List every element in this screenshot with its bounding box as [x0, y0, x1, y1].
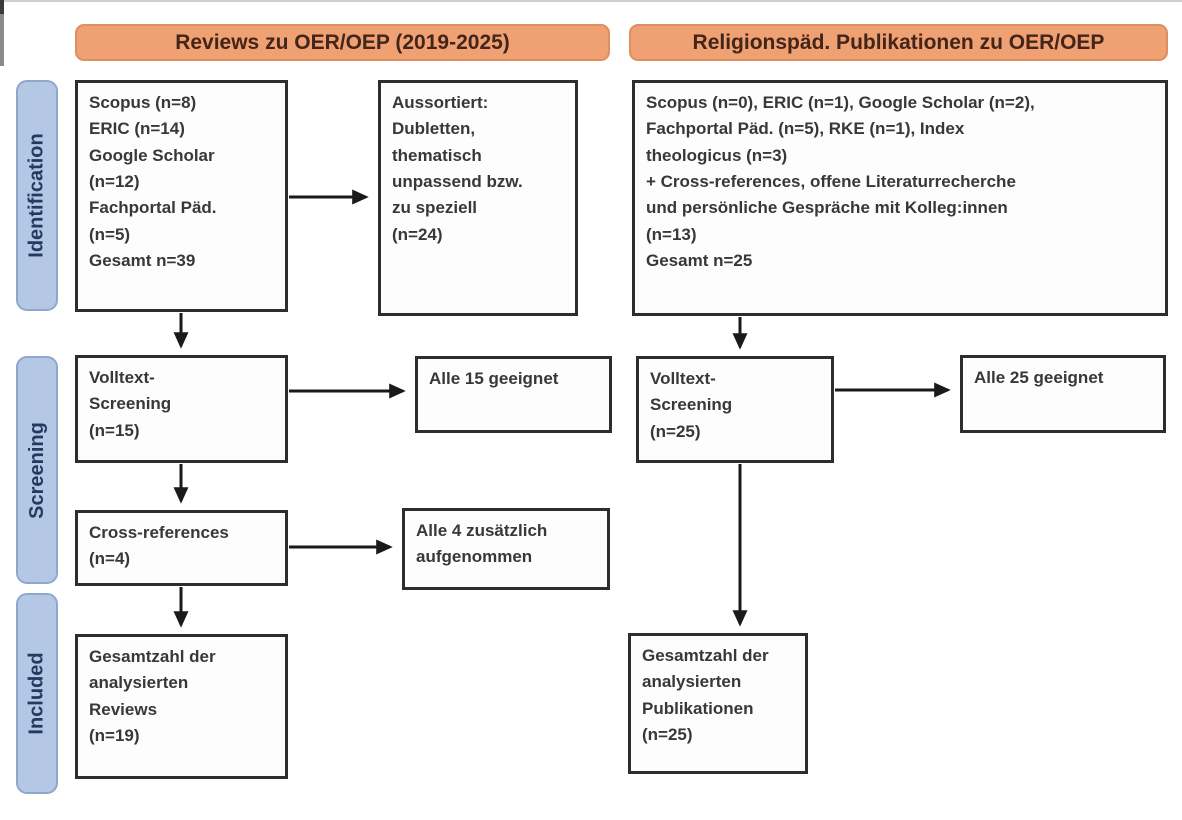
column-header-religionspaed: Religionspäd. Publikationen zu OER/OEP [629, 24, 1168, 61]
box-included-total-left: Gesamtzahl der analysierten Reviews (n=1… [75, 634, 288, 779]
box-fulltext-screening-left: Volltext- Screening (n=15) [75, 355, 288, 463]
box-fulltext-result-right: Alle 25 geeignet [960, 355, 1166, 433]
box-fulltext-screening-right: Volltext- Screening (n=25) [636, 356, 834, 463]
box-fulltext-result-left: Alle 15 geeignet [415, 356, 612, 433]
stage-label-screening: Screening [16, 356, 58, 584]
box-included-total-right: Gesamtzahl der analysierten Publikatione… [628, 633, 808, 774]
stage-label-screening-text: Screening [25, 421, 48, 519]
stage-label-included-text: Included [25, 652, 48, 735]
stage-label-identification: Identification [16, 80, 58, 311]
stage-label-identification-text: Identification [25, 133, 48, 258]
box-sources-right: Scopus (n=0), ERIC (n=1), Google Scholar… [632, 80, 1168, 316]
box-sources-left: Scopus (n=8) ERIC (n=14) Google Scholar … [75, 80, 288, 312]
scan-corner-mark [0, 0, 4, 66]
scan-edge-line [0, 0, 1182, 2]
column-header-reviews: Reviews zu OER/OEP (2019-2025) [75, 24, 610, 61]
box-excluded-left: Aussortiert: Dubletten, thematisch unpas… [378, 80, 578, 316]
stage-label-included: Included [16, 593, 58, 794]
box-cross-references-result-left: Alle 4 zusätzlich aufgenommen [402, 508, 610, 590]
box-cross-references-left: Cross-references (n=4) [75, 510, 288, 586]
